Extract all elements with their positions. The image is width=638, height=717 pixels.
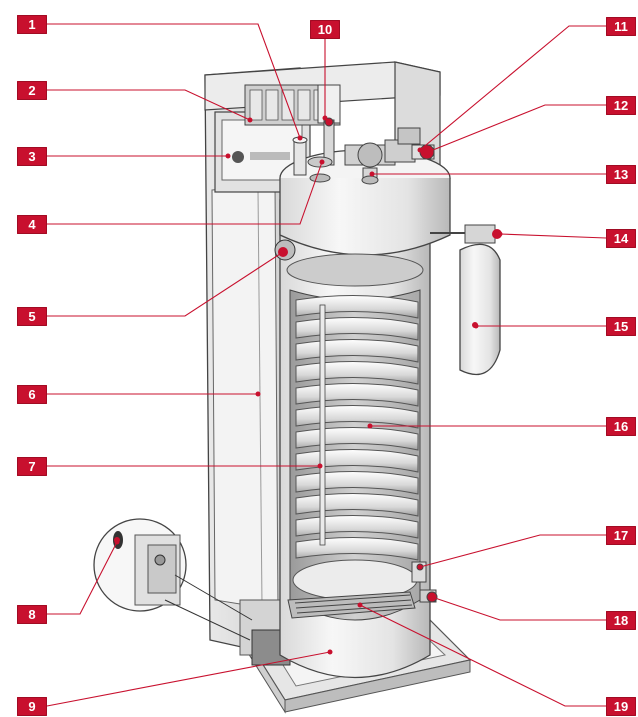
callout-3: 3 [17, 147, 47, 166]
callout-1: 1 [17, 15, 47, 34]
callout-9: 9 [17, 697, 47, 716]
callout-15: 15 [606, 317, 636, 336]
callout-5: 5 [17, 307, 47, 326]
callout-18: 18 [606, 611, 636, 630]
thermostat-knob [274, 239, 296, 261]
callout-11: 11 [606, 17, 636, 36]
callout-16: 16 [606, 417, 636, 436]
cabinet-column [204, 67, 301, 666]
callout-13: 13 [606, 165, 636, 184]
callout-4: 4 [17, 215, 47, 234]
bottom-heater [287, 591, 416, 619]
expansion-vessel [430, 224, 502, 376]
callout-12: 12 [606, 96, 636, 115]
callout-10: 10 [310, 20, 340, 39]
top-connections [292, 117, 435, 185]
leader-dots [114, 115, 503, 655]
callout-2: 2 [17, 81, 47, 100]
callout-14: 14 [606, 229, 636, 248]
leader-lines [46, 23, 607, 707]
callout-17: 17 [606, 526, 636, 545]
callout-19: 19 [606, 697, 636, 716]
heating-coil [295, 294, 419, 561]
callout-6: 6 [17, 385, 47, 404]
top-housing [204, 61, 441, 193]
callout-7: 7 [17, 457, 47, 476]
callout-8: 8 [17, 605, 47, 624]
